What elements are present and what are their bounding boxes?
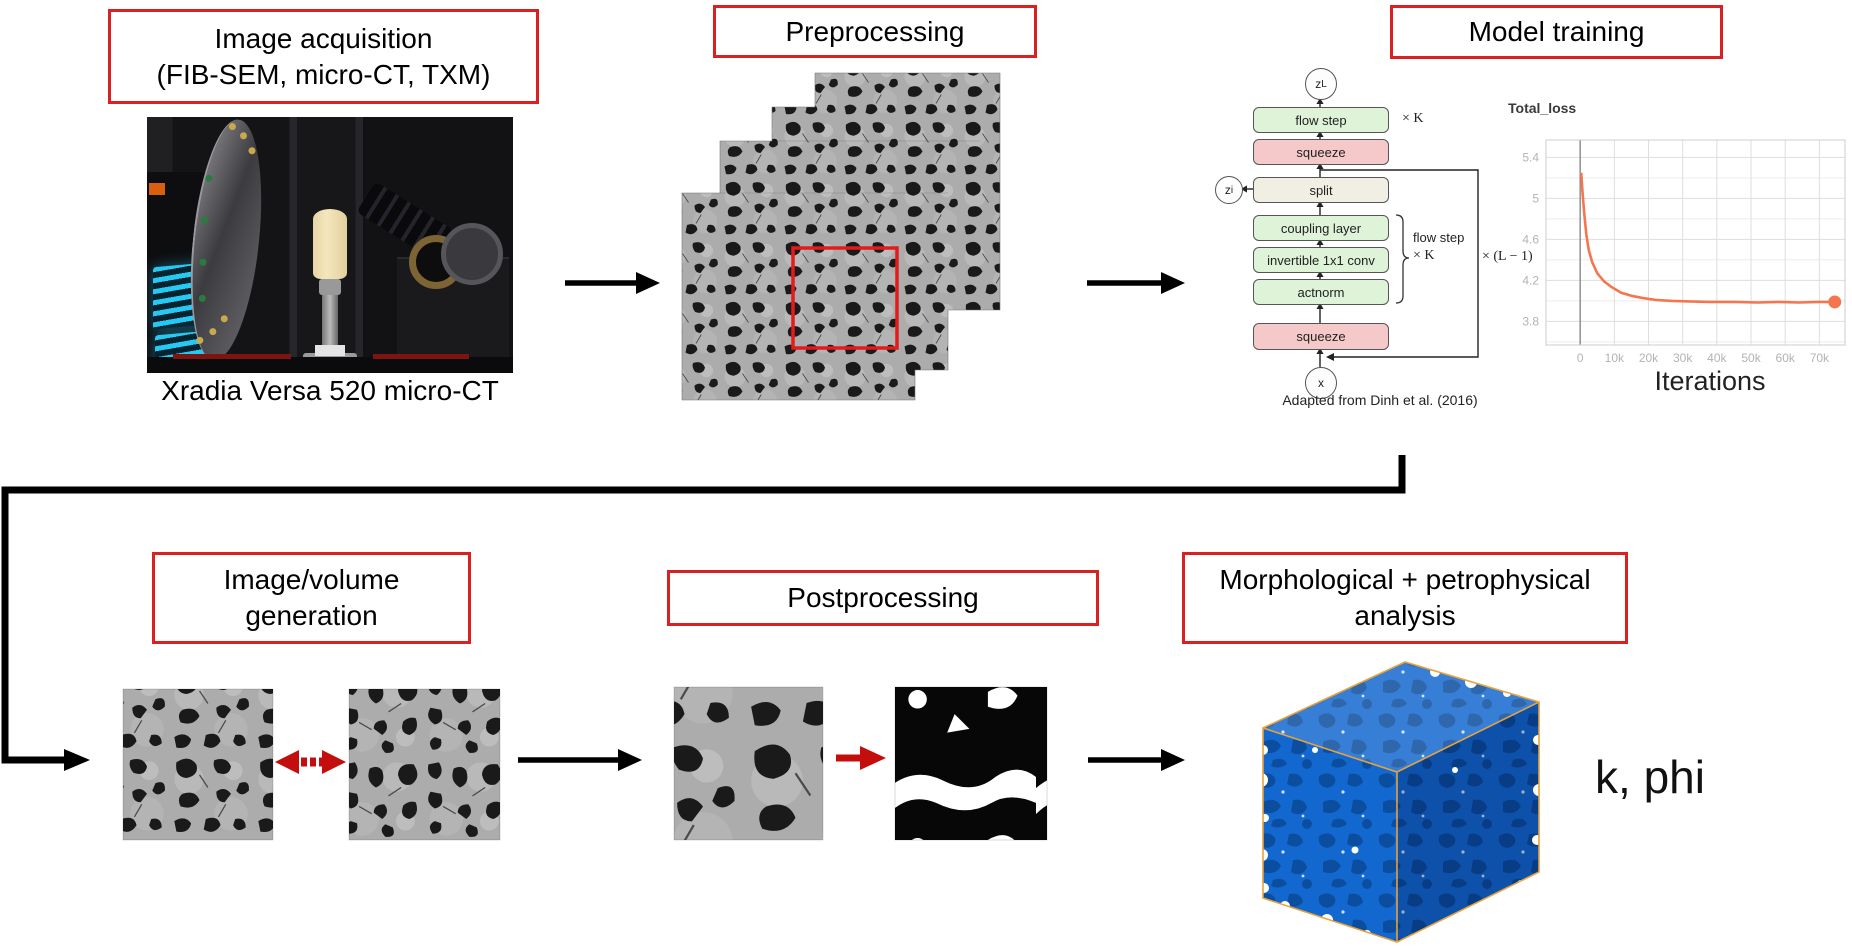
- acquisition-title-line1: Image acquisition: [214, 22, 433, 54]
- loss-curve: [1579, 172, 1835, 304]
- stage-title-postprocessing: Postprocessing: [667, 570, 1099, 626]
- svg-text:20k: 20k: [1639, 351, 1659, 365]
- glow-box-flow-step: flow step: [1253, 107, 1389, 133]
- analysis-title-line1: Morphological + petrophysical: [1219, 564, 1591, 595]
- svg-text:60k: 60k: [1776, 351, 1796, 365]
- svg-text:30k: 30k: [1673, 351, 1693, 365]
- floor: [147, 357, 513, 373]
- svg-text:5: 5: [1532, 191, 1539, 205]
- loss-endpoint: [1828, 295, 1842, 309]
- generation-title-line1: Image/volume: [223, 564, 400, 595]
- plot-border: [1545, 139, 1846, 346]
- flow-arrows: [1, 272, 1406, 771]
- loss-plot-svg: Total_loss 5.4 5 4.6 4.2 3.8 0 10k 20k 30k 40k 50k…: [1508, 100, 1846, 365]
- lens-ports: [205, 174, 213, 183]
- analysis-result-label: k, phi: [1595, 751, 1705, 803]
- red-double-arrow: [275, 750, 346, 774]
- svg-text:40k: 40k: [1707, 351, 1727, 365]
- level-skip-connection: [1320, 169, 1479, 358]
- flow-step-bracket: [1395, 214, 1410, 304]
- sample-cylinder: [313, 209, 347, 279]
- stage-title-generation: Image/volume generation: [152, 552, 471, 644]
- arrow-acquisition-to-preprocessing: [565, 272, 660, 294]
- glow-credit: Adapted from Dinh et al. (2016): [1282, 392, 1478, 408]
- generated-image-right: [348, 688, 501, 841]
- pore-volume-cube: [1254, 661, 1545, 943]
- microct-photo: [147, 117, 513, 373]
- chart-xlabel: Iterations: [1654, 366, 1766, 396]
- svg-text:0: 0: [1577, 351, 1584, 365]
- acquisition-title-line2: (FIB-SEM, micro-CT, TXM): [156, 58, 491, 90]
- warning-label: [149, 183, 165, 195]
- bracket-label-line1: flow step: [1413, 230, 1465, 245]
- floor-red-strip-left: [173, 354, 291, 359]
- postprocess-grayscale-image: [673, 686, 824, 841]
- glow-box-coupling-layer: coupling layer: [1253, 215, 1389, 241]
- gold-rim-dots: [220, 314, 229, 323]
- training-loss-chart: Total_loss 5.4 5 4.6 4.2 3.8 0 10k 20k 30k 40k 50k…: [1500, 95, 1852, 390]
- glow-box-squeeze-top: squeeze: [1253, 139, 1389, 165]
- filter-wheel-disc: [180, 117, 272, 364]
- photo-caption: Xradia Versa 520 micro-CT: [161, 375, 499, 406]
- glow-box-split: split: [1253, 177, 1389, 203]
- svg-text:4.2: 4.2: [1522, 273, 1539, 287]
- preprocessing-title: Preprocessing: [785, 15, 965, 47]
- generated-image-left: [122, 688, 274, 841]
- floor-red-strip-right: [373, 354, 469, 359]
- ct-slice-stack: [681, 72, 1001, 401]
- bracket-label-line2: × K: [1413, 248, 1435, 263]
- sample-post: [322, 295, 338, 357]
- arrow-preprocessing-to-training: [1087, 272, 1185, 294]
- svg-text:50k: 50k: [1741, 351, 1761, 365]
- arrow-postprocessing-to-analysis: [1088, 749, 1185, 771]
- svg-text:3.8: 3.8: [1522, 314, 1539, 328]
- stage-title-preprocessing: Preprocessing: [713, 5, 1037, 58]
- analysis-title-line2: analysis: [1354, 600, 1456, 631]
- connector-training-to-generation: [1, 455, 1406, 771]
- stage-title-acquisition: Image acquisition (FIB-SEM, micro-CT, TX…: [108, 9, 539, 104]
- svg-text:10k: 10k: [1605, 351, 1625, 365]
- crop-highlight-box: [791, 246, 899, 350]
- postprocess-binary-image: [894, 686, 1048, 841]
- stage-title-analysis: Morphological + petrophysical analysis: [1182, 552, 1628, 644]
- generation-title-line2: generation: [245, 600, 378, 631]
- svg-text:70k: 70k: [1810, 351, 1830, 365]
- ribbed-ring: [441, 223, 503, 285]
- glow-box-invertible-conv: invertible 1x1 conv: [1253, 247, 1389, 273]
- input-x-node: x: [1305, 367, 1337, 399]
- grid-layer: 5.4 5 4.6 4.2 3.8 0 10k 20k 30k 40k 50k 60k 70k: [1522, 140, 1845, 365]
- chart-title: Total_loss: [1508, 100, 1576, 116]
- red-segmentation-arrow: [836, 746, 886, 770]
- cube-wireframe: [1262, 661, 1540, 943]
- glow-connectors: [1241, 98, 1479, 367]
- repeat-l-label: × (L − 1): [1482, 249, 1533, 264]
- glow-box-squeeze-bottom: squeeze: [1253, 323, 1389, 350]
- arrow-generation-to-postprocessing: [518, 749, 642, 771]
- stage-label: [315, 345, 345, 356]
- stage-title-model-training: Model training: [1390, 5, 1723, 59]
- repeat-k-label: × K: [1402, 111, 1424, 126]
- glow-box-actnorm: actnorm: [1253, 279, 1389, 305]
- svg-text:5.4: 5.4: [1522, 150, 1539, 164]
- model-training-title: Model training: [1468, 16, 1645, 47]
- postprocessing-title: Postprocessing: [787, 582, 979, 613]
- sample-chuck: [319, 279, 341, 295]
- svg-text:4.6: 4.6: [1522, 232, 1539, 246]
